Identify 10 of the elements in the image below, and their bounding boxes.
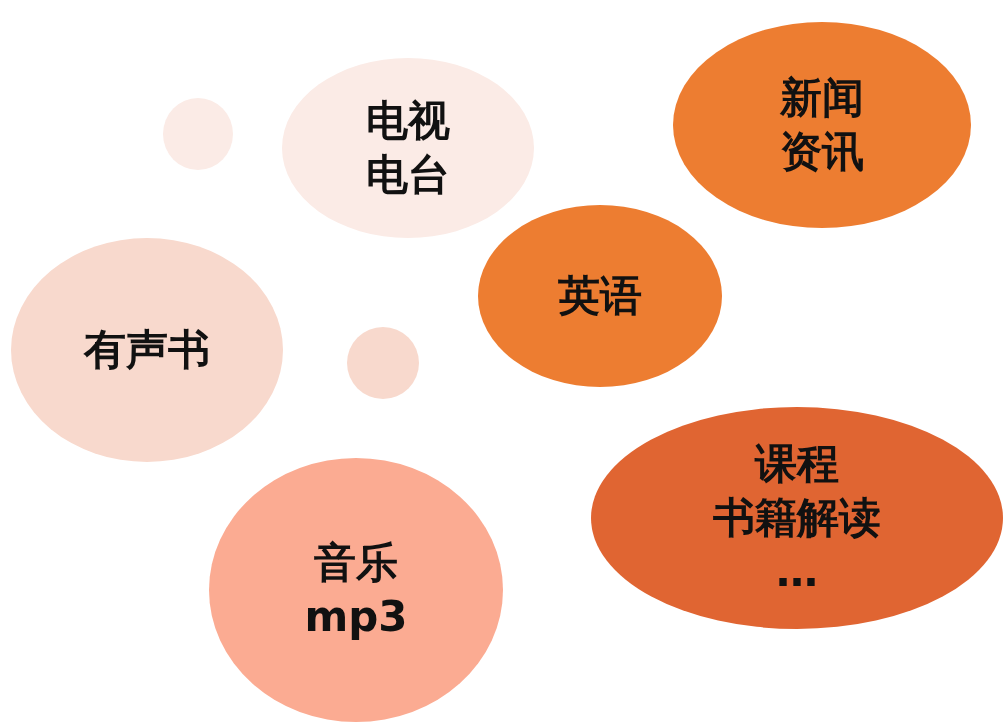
bubble-label: … (776, 546, 818, 598)
bubble-label: 电台 (366, 149, 450, 201)
bubble-label: 音乐 (314, 537, 398, 589)
bubble-label: 有声书 (84, 324, 210, 376)
bubble-label: 新闻资讯 (779, 72, 865, 178)
bubble-label: mp3 (304, 591, 408, 643)
bubble-label: 课程 (755, 438, 839, 490)
bubble-label: 书籍解读 (713, 492, 881, 544)
bubble-label: 电视 (366, 95, 450, 147)
bubble-label: 英语 (558, 270, 642, 322)
